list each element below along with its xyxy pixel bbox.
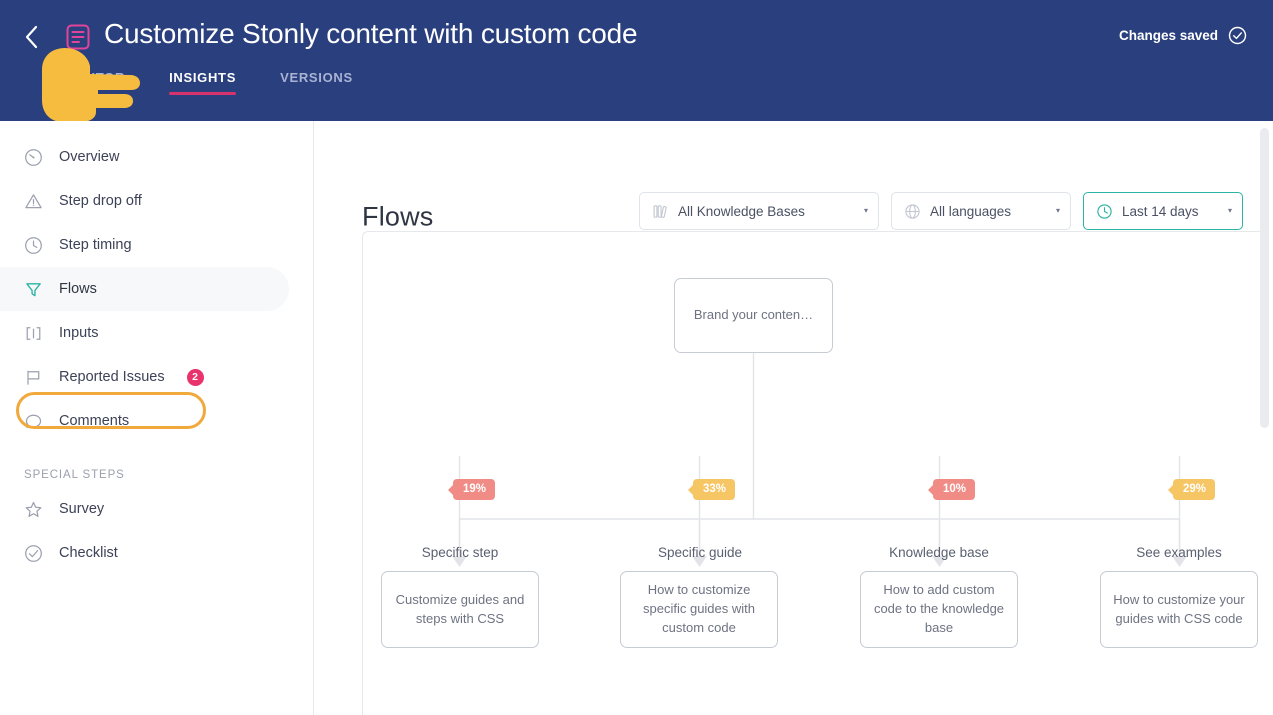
warning-triangle-icon <box>25 193 42 208</box>
flow-node-target[interactable]: How to customize your guides with CSS co… <box>1100 571 1258 648</box>
filter-bar: All Knowledge Bases ▾ All languages ▾ <box>639 192 1243 230</box>
filter-knowledge-base[interactable]: All Knowledge Bases ▾ <box>639 192 879 230</box>
flow-percent-value: 29% <box>1183 482 1207 495</box>
gauge-icon <box>25 148 42 166</box>
tab-editor[interactable]: EDITOR <box>72 70 126 85</box>
chevron-down-icon: ▾ <box>863 206 868 215</box>
filter-label: All Knowledge Bases <box>678 203 805 219</box>
save-status: Changes saved <box>1119 26 1247 45</box>
flow-branch-label: Knowledge base <box>889 545 989 560</box>
flag-icon <box>27 370 40 385</box>
flow-node-target[interactable]: How to add custom code to the knowledge … <box>860 571 1018 648</box>
chevron-down-icon: ▾ <box>1055 206 1060 215</box>
sidebar: Overview Step drop off Step timing Flows <box>0 121 314 715</box>
vertical-scrollbar-track[interactable] <box>1260 121 1271 715</box>
flow-percent-badge: 10% <box>933 479 976 500</box>
flow-percent-value: 19% <box>463 482 487 495</box>
flow-diagram: Brand your conten… Specific step Specifi… <box>363 232 1270 715</box>
flows-diagram-card: Brand your conten… Specific step Specifi… <box>362 231 1270 715</box>
filter-date-range[interactable]: Last 14 days ▾ <box>1083 192 1243 230</box>
page-title: Customize Stonly content with custom cod… <box>104 18 638 49</box>
guide-document-icon <box>64 23 92 51</box>
sidebar-item-label: Comments <box>59 413 130 429</box>
filter-label: All languages <box>930 203 1012 219</box>
tab-insights[interactable]: INSIGHTS <box>169 70 237 95</box>
flow-node-label: How to customize your guides with CSS co… <box>1113 591 1245 626</box>
back-chevron-icon <box>25 25 38 49</box>
flow-percent-value: 33% <box>703 482 727 495</box>
flow-branch-label: See examples <box>1136 545 1222 560</box>
flow-node-label: How to add custom code to the knowledge … <box>873 582 1005 635</box>
status-badge: 2 <box>186 368 204 386</box>
sidebar-item-flows[interactable]: Flows <box>0 267 289 311</box>
vertical-scrollbar-thumb[interactable] <box>1260 128 1269 428</box>
sidebar-item-label: Checklist <box>59 545 118 561</box>
flow-percent-badge: 19% <box>453 479 496 500</box>
filter-language[interactable]: All languages ▾ <box>891 192 1071 230</box>
check-circle-icon <box>1228 26 1247 45</box>
filter-label: Last 14 days <box>1122 203 1199 219</box>
brackets-icon <box>26 326 41 340</box>
back-button[interactable] <box>18 22 46 52</box>
globe-icon <box>905 203 920 219</box>
flow-branch-label: Specific step <box>421 545 499 560</box>
sidebar-item-label: Step drop off <box>59 193 142 209</box>
sidebar-item-inputs[interactable]: Inputs <box>0 311 289 355</box>
flow-node-root[interactable]: Brand your conten… <box>674 278 833 353</box>
comment-bubble-icon <box>25 414 42 428</box>
flow-node-target[interactable]: Customize guides and steps with CSS <box>381 571 539 648</box>
sidebar-item-checklist[interactable]: Checklist <box>0 531 289 575</box>
flow-connectors <box>452 353 1187 567</box>
star-icon <box>25 501 42 517</box>
sidebar-item-step-timing[interactable]: Step timing <box>0 223 289 267</box>
flow-percent-badge: 33% <box>693 479 736 500</box>
clock-icon <box>1097 203 1112 219</box>
knowledge-base-icon <box>653 204 667 218</box>
sidebar-item-reported-issues[interactable]: Reported Issues 2 <box>0 355 289 399</box>
sidebar-item-label: Inputs <box>59 325 99 341</box>
chevron-down-icon: ▾ <box>1227 206 1232 215</box>
flows-toolbar: Flows All Knowledge Bases ▾ <box>362 167 1243 232</box>
sidebar-item-step-drop-off[interactable]: Step drop off <box>0 179 289 223</box>
tab-versions[interactable]: VERSIONS <box>280 70 353 85</box>
save-status-label: Changes saved <box>1118 28 1218 43</box>
main-content: Flows All Knowledge Bases ▾ <box>315 121 1273 715</box>
flow-node-label: How to customize specific guides with cu… <box>643 582 755 635</box>
flow-percent-badge: 29% <box>1173 479 1216 500</box>
sidebar-item-label: Overview <box>59 149 120 165</box>
header-tabs: EDITOR INSIGHTS VERSIONS <box>72 70 397 95</box>
sidebar-item-overview[interactable]: Overview <box>0 135 289 179</box>
app-header: Customize Stonly content with custom cod… <box>0 0 1273 122</box>
flow-node-label: Customize guides and steps with CSS <box>395 591 525 626</box>
sidebar-section-label: SPECIAL STEPS <box>24 469 125 481</box>
flow-branch-label: Specific guide <box>657 545 743 560</box>
funnel-icon <box>26 282 41 296</box>
flow-node-target[interactable]: How to customize specific guides with cu… <box>620 571 778 648</box>
sidebar-item-label: Reported Issues <box>59 369 165 385</box>
flow-percent-value: 10% <box>943 482 967 495</box>
check-circle-icon <box>25 544 42 562</box>
flow-node-label: Brand your conten… <box>693 307 814 323</box>
sidebar-item-survey[interactable]: Survey <box>0 487 289 531</box>
sidebar-item-label: Flows <box>59 281 97 297</box>
sidebar-item-comments[interactable]: Comments <box>0 399 289 443</box>
sidebar-item-label: Survey <box>59 501 105 517</box>
clock-icon <box>25 236 42 254</box>
section-title: Flows <box>362 201 434 232</box>
sidebar-item-label: Step timing <box>59 237 132 253</box>
